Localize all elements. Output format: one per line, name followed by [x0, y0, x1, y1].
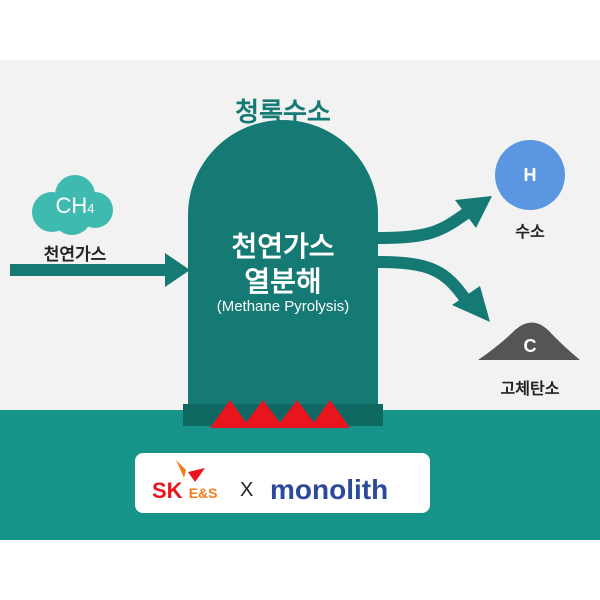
ch4-formula: CH4 [40, 193, 110, 219]
carbon-label: 고체탄소 [500, 381, 560, 398]
title: 청록수소 [235, 97, 331, 127]
formula-sub: 4 [87, 201, 95, 216]
input-arrow [10, 253, 190, 287]
flame-icon [210, 400, 350, 428]
sk-butterfly-icon [176, 460, 205, 482]
carbon-arrow [375, 256, 471, 304]
input-label: 천연가스 [43, 245, 107, 264]
carbon-arrowhead [452, 286, 490, 322]
monolith-logo: monolith [270, 474, 389, 505]
carbon-symbol: C [523, 336, 537, 356]
formula-main: CH [55, 193, 88, 218]
sk-text: SK [152, 478, 183, 503]
reactor-line1: 천연가스 [231, 231, 335, 262]
separator: X [240, 479, 254, 501]
hydrogen-arrow [375, 207, 472, 244]
hydrogen-symbol: H [523, 165, 537, 185]
reactor-vessel [188, 120, 378, 420]
hydrogen-circle [495, 140, 565, 210]
carbon-pile-icon [478, 322, 580, 360]
reactor-subtitle: (Methane Pyrolysis) [216, 298, 350, 315]
hydrogen-arrowhead [455, 196, 492, 228]
hydrogen-label: 수소 [515, 224, 545, 241]
partner-logo-box [135, 453, 430, 513]
sk-logo: SK E&S [152, 478, 217, 504]
es-text: E&S [188, 485, 218, 501]
reactor-line2: 열분해 [244, 266, 322, 297]
cloud-icon [32, 175, 113, 235]
